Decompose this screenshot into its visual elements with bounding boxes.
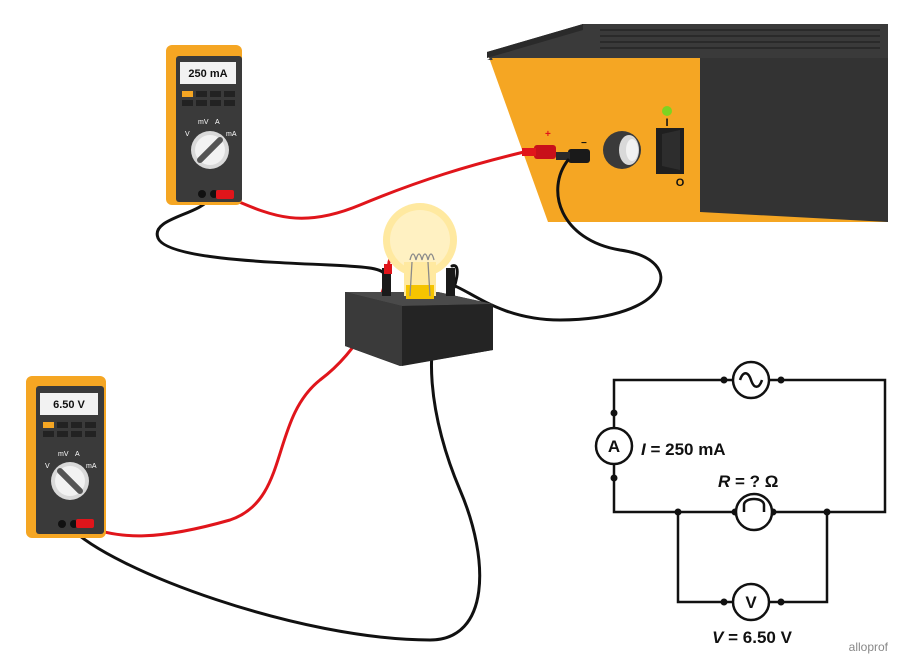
black-lead-supply-to-bulb	[448, 158, 663, 322]
supply-positive-terminal[interactable]	[522, 145, 556, 159]
ammeter-reading: 250 mA	[188, 68, 227, 80]
power-switch[interactable]	[656, 128, 684, 174]
voltmeter-dial-ma: mA	[86, 463, 97, 470]
power-source-symbol	[731, 360, 771, 400]
switch-off-mark: O	[676, 177, 685, 189]
ammeter-dial-ma: mA	[226, 131, 237, 138]
bulb-right-terminal[interactable]	[446, 268, 455, 296]
ammeter-selector-dial[interactable]	[191, 131, 229, 169]
red-lead-voltmeter-to-bulb	[84, 253, 408, 538]
ammeter-multimeter: 250 mA mV A V mA	[166, 45, 242, 205]
ammeter-dial-a: A	[215, 119, 220, 126]
pilot-led	[662, 106, 672, 116]
supply-side-panel	[700, 58, 888, 222]
supply-front-panel	[492, 58, 700, 212]
voltmeter-buttons[interactable]	[43, 422, 96, 437]
voltmeter-symbol: V	[731, 582, 771, 622]
ammeter-dial-mv: mV	[198, 119, 209, 126]
voltmeter-multimeter: 6.50 V mV A V mA	[26, 376, 106, 538]
resistance-label: R = ? Ω	[718, 472, 778, 491]
voltmeter-dial-v: V	[45, 463, 50, 470]
ammeter-buttons[interactable]	[182, 91, 235, 106]
lamp-symbol	[734, 492, 774, 532]
voltmeter-dial-a: A	[75, 451, 80, 458]
light-bulb-assembly	[345, 203, 493, 366]
voltmeter-reading: 6.50 V	[53, 399, 85, 411]
ammeter-symbol: A	[594, 426, 634, 466]
bulb-filament	[409, 253, 435, 297]
supply-vent-stripes	[600, 29, 880, 49]
black-lead-ammeter-to-bulb	[155, 196, 388, 278]
ammeter-display	[180, 62, 236, 84]
voltage-label: V = 6.50 V	[712, 628, 793, 647]
switch-on-mark: I	[665, 117, 668, 129]
ammeter-dial-v: V	[185, 131, 190, 138]
positive-terminal-mark: +	[545, 129, 551, 140]
voltmeter-symbol-letter: V	[745, 593, 757, 612]
supply-voltage-knob[interactable]	[603, 131, 641, 169]
power-supply: I O + −	[487, 24, 888, 222]
schematic-nodes	[610, 376, 831, 606]
supply-negative-terminal[interactable]	[556, 149, 590, 163]
wires	[68, 150, 663, 642]
alloprof-watermark: alloprof	[849, 640, 889, 654]
bulb-left-terminal[interactable]	[382, 264, 392, 296]
red-lead-supply-to-ammeter	[228, 150, 526, 220]
ammeter-symbol-letter: A	[608, 437, 620, 456]
voltmeter-display	[40, 393, 98, 415]
ammeter-jacks[interactable]	[198, 190, 234, 199]
current-label: I = 250 mA	[641, 440, 726, 459]
negative-terminal-mark: −	[581, 138, 587, 149]
voltmeter-dial-mv: mV	[58, 451, 69, 458]
bulb-glass	[383, 203, 457, 299]
circuit-schematic	[612, 378, 887, 604]
voltmeter-jacks[interactable]	[58, 519, 94, 528]
voltmeter-selector-dial[interactable]	[51, 462, 89, 500]
